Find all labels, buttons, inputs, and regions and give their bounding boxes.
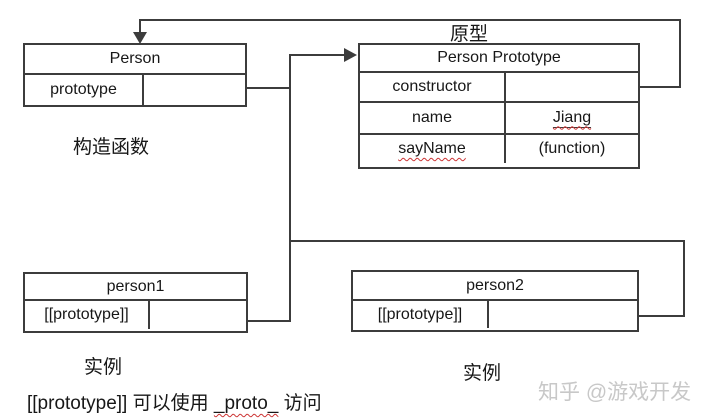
person1-prototype-value (150, 301, 246, 329)
person1-prototype-key: [[prototype]] (25, 301, 150, 329)
person1-box-title: person1 (25, 274, 246, 301)
person2-prototype-value (489, 301, 637, 328)
zhihu-watermark: 知乎 @游戏开发 (538, 381, 692, 404)
caption-pre: [[prototype]] 可以使用 (27, 393, 214, 414)
sayname-row: sayName (function) (360, 135, 638, 163)
person2-prototype-row: [[prototype]] (353, 301, 637, 328)
constructor-value (506, 73, 638, 101)
person2-box: person2 [[prototype]] (351, 270, 639, 332)
name-row: name Jiang (360, 103, 638, 135)
person-box: Person prototype (23, 43, 247, 107)
arrow-right-icon (344, 48, 357, 62)
caption-proto: _proto_ (213, 393, 279, 414)
caption-post: 访问 (278, 393, 322, 414)
person1-prototype-row: [[prototype]] (25, 301, 246, 329)
caption: [[prototype]] 可以使用 _proto_ 访问 (27, 388, 322, 415)
name-key: name (360, 103, 506, 133)
prototype-zone-label: 原型 (450, 24, 489, 45)
sayname-key: sayName (360, 135, 506, 163)
name-value-text: Jiang (552, 108, 592, 128)
instance-label-right: 实例 (463, 363, 502, 384)
person-prototype-box: Person Prototype constructor name Jiang … (358, 43, 640, 169)
name-value: Jiang (506, 103, 638, 133)
person-prototype-box-title: Person Prototype (360, 45, 638, 73)
person-prototype-value (144, 75, 245, 105)
person-box-title: Person (25, 45, 245, 75)
person-prototype-row: prototype (25, 75, 245, 105)
constructor-function-label: 构造函数 (73, 137, 150, 158)
sayname-value: (function) (538, 140, 606, 157)
constructor-row: constructor (360, 73, 638, 103)
person2-prototype-key: [[prototype]] (353, 301, 489, 328)
person1-box: person1 [[prototype]] (23, 272, 248, 333)
person2-box-title: person2 (353, 272, 637, 301)
instance-label-left: 实例 (84, 357, 123, 378)
constructor-key: constructor (360, 73, 506, 101)
person-prototype-key: prototype (25, 75, 144, 105)
sayname-key-text: sayName (398, 140, 466, 157)
